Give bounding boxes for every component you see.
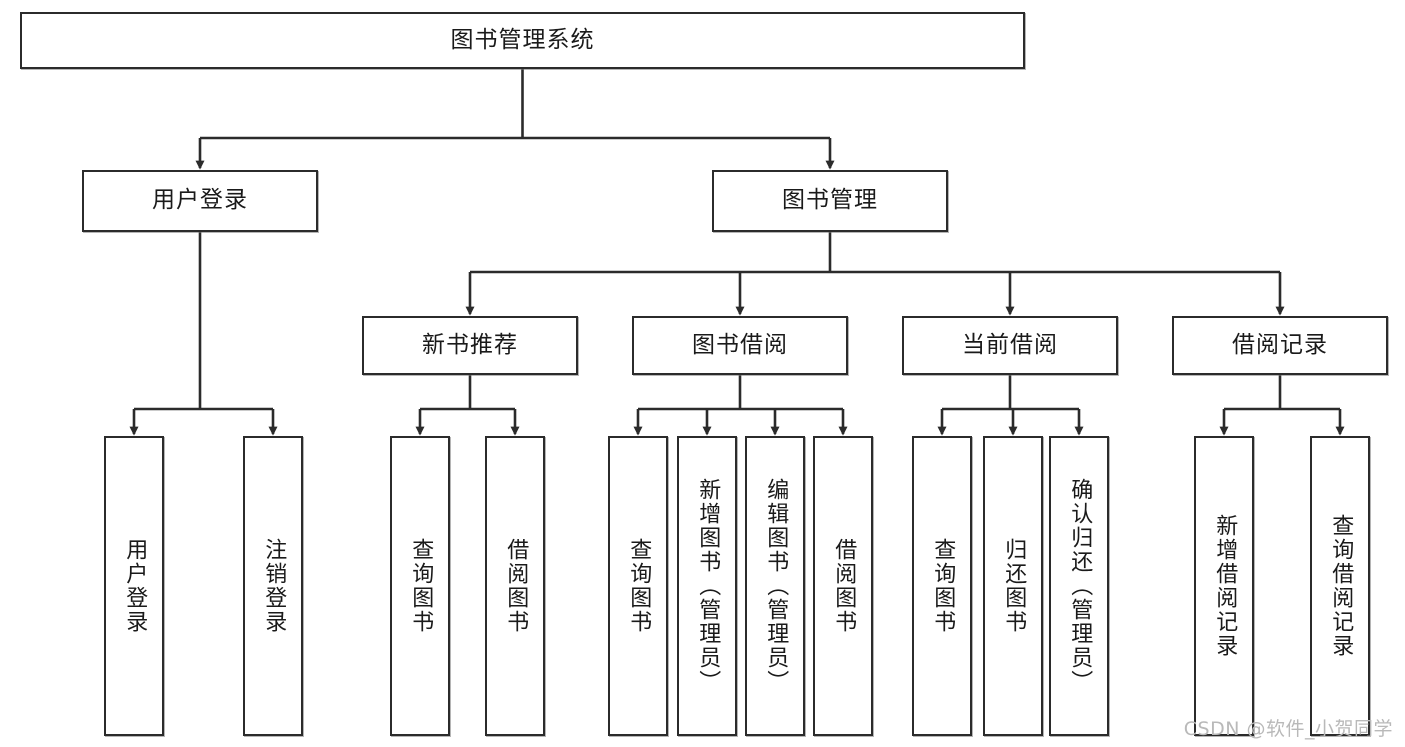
- node-leaf-borrow-books-b-label: 借阅图书: [831, 538, 857, 634]
- node-book-borrow[interactable]: 图书借阅: [632, 316, 848, 375]
- node-leaf-borrow-books-b[interactable]: 借阅图书: [813, 436, 873, 736]
- node-leaf-edit-book-label: 编辑图书（管理员）: [763, 478, 789, 694]
- node-leaf-return-book-label: 归还图书: [1001, 538, 1027, 634]
- node-user-login[interactable]: 用户登录: [82, 170, 318, 232]
- node-borrow-record[interactable]: 借阅记录: [1172, 316, 1388, 375]
- node-leaf-add-record-label: 新增借阅记录: [1212, 514, 1238, 658]
- node-leaf-logout-label: 注销登录: [261, 538, 287, 634]
- node-leaf-return-book[interactable]: 归还图书: [983, 436, 1043, 736]
- node-book-borrow-label: 图书借阅: [692, 331, 788, 358]
- node-leaf-borrow-books-a[interactable]: 借阅图书: [485, 436, 545, 736]
- node-leaf-query-books-a-label: 查询图书: [408, 538, 434, 634]
- node-leaf-query-record-label: 查询借阅记录: [1328, 514, 1354, 658]
- node-leaf-edit-book[interactable]: 编辑图书（管理员）: [745, 436, 805, 736]
- node-leaf-add-book-label: 新增图书（管理员）: [695, 478, 721, 694]
- node-leaf-add-record[interactable]: 新增借阅记录: [1194, 436, 1254, 736]
- node-root-title[interactable]: 图书管理系统: [20, 12, 1025, 69]
- node-leaf-query-books-a[interactable]: 查询图书: [390, 436, 450, 736]
- node-new-book-recommend[interactable]: 新书推荐: [362, 316, 578, 375]
- node-root-title-label: 图书管理系统: [450, 26, 595, 53]
- node-leaf-query-record[interactable]: 查询借阅记录: [1310, 436, 1370, 736]
- node-leaf-confirm-return-label: 确认归还（管理员）: [1067, 478, 1093, 694]
- node-current-borrow-label: 当前借阅: [962, 331, 1058, 358]
- node-leaf-query-books-c-label: 查询图书: [930, 538, 956, 634]
- node-new-book-recommend-label: 新书推荐: [422, 331, 518, 358]
- node-leaf-query-books-b[interactable]: 查询图书: [608, 436, 668, 736]
- node-leaf-logout[interactable]: 注销登录: [243, 436, 303, 736]
- node-leaf-add-book[interactable]: 新增图书（管理员）: [677, 436, 737, 736]
- node-leaf-confirm-return[interactable]: 确认归还（管理员）: [1049, 436, 1109, 736]
- node-leaf-query-books-b-label: 查询图书: [626, 538, 652, 634]
- node-user-login-label: 用户登录: [152, 187, 248, 214]
- node-leaf-user-login[interactable]: 用户登录: [104, 436, 164, 736]
- node-book-management-label: 图书管理: [782, 187, 878, 214]
- node-leaf-user-login-label: 用户登录: [122, 538, 148, 634]
- node-leaf-borrow-books-a-label: 借阅图书: [503, 538, 529, 634]
- node-borrow-record-label: 借阅记录: [1232, 331, 1328, 358]
- node-leaf-query-books-c[interactable]: 查询图书: [912, 436, 972, 736]
- node-current-borrow[interactable]: 当前借阅: [902, 316, 1118, 375]
- node-book-management[interactable]: 图书管理: [712, 170, 948, 232]
